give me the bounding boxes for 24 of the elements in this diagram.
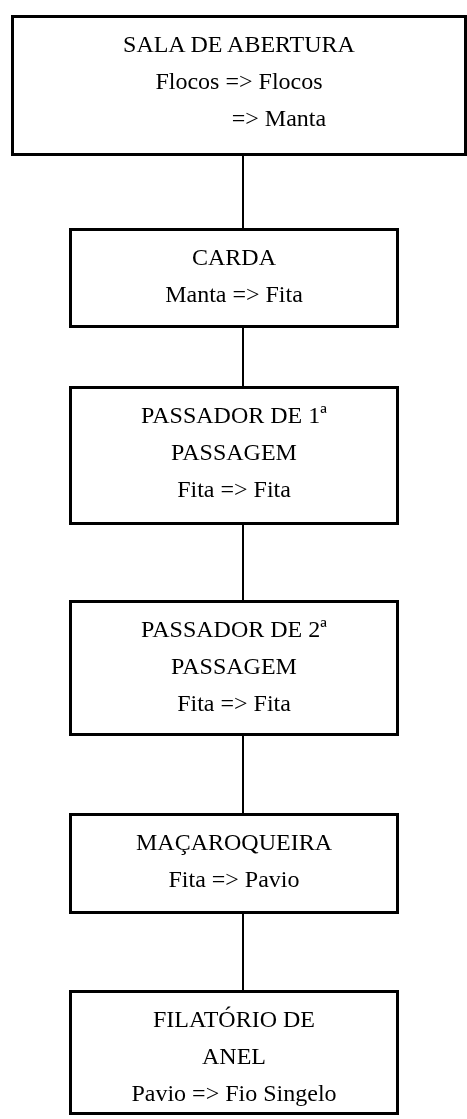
connector-line [242, 327, 244, 387]
step-description: Manta => Fita [165, 280, 303, 309]
process-box [69, 813, 399, 914]
process-box [69, 600, 399, 736]
process-box [69, 386, 399, 525]
process-box [69, 990, 399, 1115]
connector-line [242, 524, 244, 601]
step-description: => Manta [231, 104, 327, 133]
step-title: PASSADOR DE 1ª PASSAGEM [140, 401, 328, 467]
process-box [11, 15, 467, 156]
connector-line [242, 155, 244, 229]
step-description: Pavio => Fio Singelo [131, 1079, 337, 1108]
connector-line [242, 735, 244, 814]
connector-line [242, 913, 244, 991]
step-description: Fita => Fita [177, 689, 291, 718]
step-description: Fita => Pavio [168, 865, 300, 894]
step-title: MAÇAROQUEIRA [136, 828, 332, 857]
step-description: Flocos => Flocos [155, 67, 323, 96]
step-title: FILATÓRIO DE ANEL [152, 1005, 316, 1071]
process-box [69, 228, 399, 328]
step-description: Fita => Fita [177, 475, 291, 504]
step-title: CARDA [192, 243, 276, 272]
step-title: PASSADOR DE 2ª PASSAGEM [140, 615, 328, 681]
step-title: SALA DE ABERTURA [123, 30, 355, 59]
